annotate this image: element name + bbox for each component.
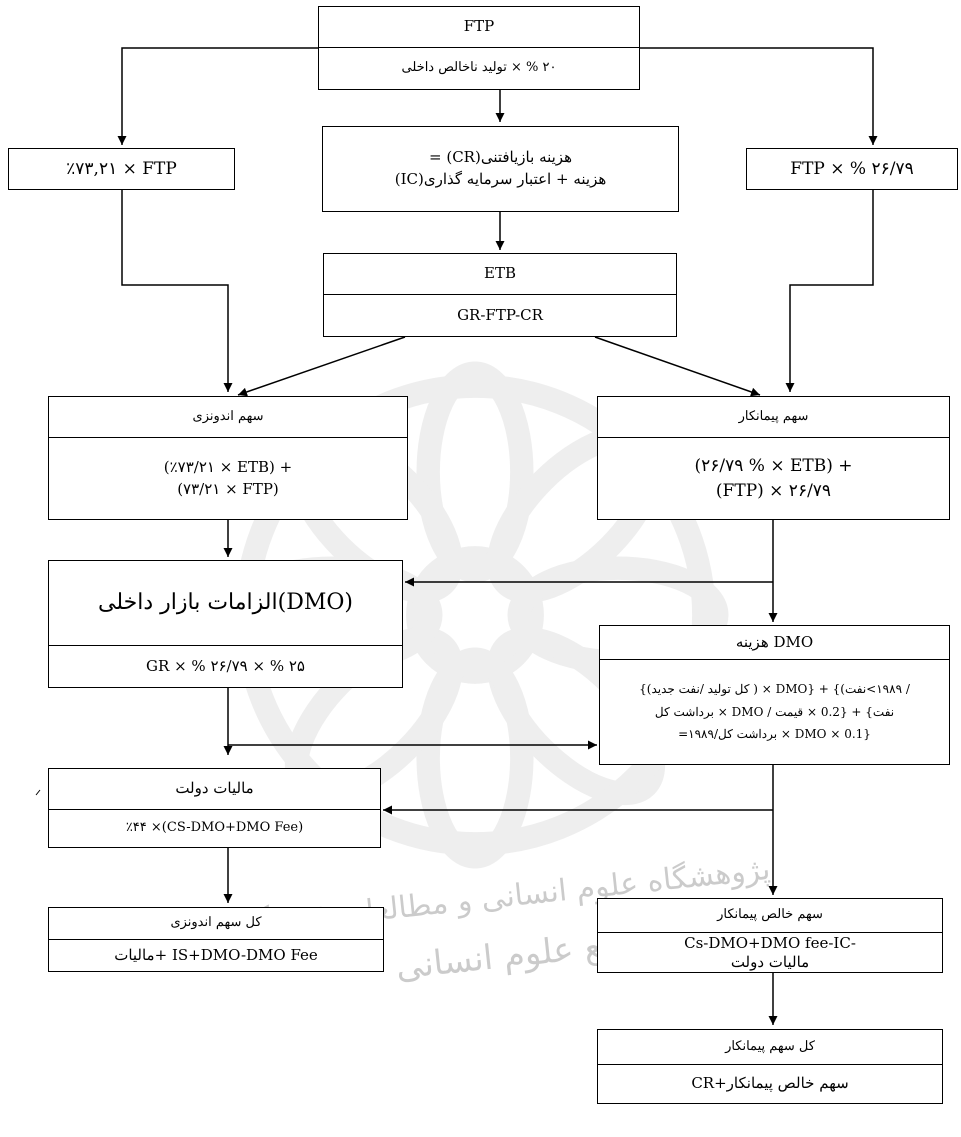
dmo-cost-line1: / ۱۹۸۹>نفت)} + {DMO × ( کل تولید /نفت جد… [639,681,910,696]
left-ftp-text: ٪۷۳,۲۱ × FTP [66,158,177,179]
gov-tax-title: مالیات دولت [175,779,254,798]
indonesia-total-title: کل سهم اندونزی [170,915,262,931]
dmo-cost-formula-box: / ۱۹۸۹>نفت)} + {DMO × ( کل تولید /نفت جد… [599,659,950,765]
dmo-title-box: (DMO)الزامات بازار داخلی [48,560,403,646]
cr-line2: هزینه + اعتبار سرمایه گذاری(IC) [394,170,607,188]
ftp-formula: ۲۰ % × تولید ناخالص داخلی [401,60,557,76]
cr-box: هزینه بازیافتنی(CR) = هزینه + اعتبار سرم… [322,126,679,212]
contractor-total-formula: سهم خالص پیمانکار+CR [691,1074,849,1093]
contractor-share-line2: (FTP) × ۲۶/۷۹ [715,480,832,501]
indonesia-share-line1: (٪۷۳/۲۱ × ETB) + [163,457,293,476]
contractor-net-line1: Cs-DMO+DMO fee-IC- [684,933,856,952]
stray-mark [35,789,41,796]
cr-line1: هزینه بازیافتنی(CR) = [429,148,572,167]
gov-tax-formula-box: ٪۴۴ ×(CS-DMO+DMO Fee) [48,809,381,848]
indonesia-total-formula: IS+DMO-DMO Fee +مالیات [114,945,318,964]
gov-tax-title-box: مالیات دولت [48,768,381,810]
dmo-formula-box: ۲۵ % × ۲۶/۷۹ % × GR [48,645,403,688]
contractor-share-title: سهم پیمانکار [738,408,809,424]
indonesia-share-formula-box: (٪۷۳/۲۱ × ETB) + (۷۳/۲۱ × FTP) [48,437,408,520]
contractor-total-title-box: کل سهم پیمانکار [597,1029,943,1065]
dmo-cost-line3: {DMO × 0.1 × برداشت کل/۱۹۸۹= [678,727,871,742]
indonesia-share-title: سهم اندونزی [192,408,264,424]
contractor-total-formula-box: سهم خالص پیمانکار+CR [597,1064,943,1104]
contractor-total-title: کل سهم پیمانکار [725,1038,815,1054]
indonesia-total-title-box: کل سهم اندونزی [48,907,384,940]
etb-formula-box: GR-FTP-CR [323,294,677,337]
etb-title-box: ETB [323,253,677,295]
dmo-cost-line2: نفت} + {0.2 × قیمت / DMO × برداشت کل [654,704,895,719]
contractor-net-title-box: سهم خالص پیمانکار [597,898,943,933]
right-ftp-box: ۲۶/۷۹ % × FTP [746,148,958,190]
contractor-share-formula-box: (۲۶/۷۹ % × ETB) + (FTP) × ۲۶/۷۹ [597,437,950,520]
etb-formula: GR-FTP-CR [457,305,543,324]
dmo-formula: ۲۵ % × ۲۶/۷۹ % × GR [146,656,305,675]
left-ftp-box: ٪۷۳,۲۱ × FTP [8,148,235,190]
dmo-title: (DMO)الزامات بازار داخلی [98,590,353,616]
contractor-net-formula-box: Cs-DMO+DMO fee-IC- مالیات دولت [597,932,943,973]
contractor-share-title-box: سهم پیمانکار [597,396,950,438]
right-ftp-text: ۲۶/۷۹ % × FTP [790,158,914,179]
contractor-net-line2: مالیات دولت [730,952,810,971]
etb-title: ETB [484,264,516,283]
indonesia-share-title-box: سهم اندونزی [48,396,408,438]
gov-tax-formula: ٪۴۴ ×(CS-DMO+DMO Fee) [125,820,304,836]
contractor-net-title: سهم خالص پیمانکار [717,907,823,923]
ftp-title: FTP [463,17,495,36]
indonesia-share-line2: (۷۳/۲۱ × FTP) [177,479,279,498]
indonesia-total-formula-box: IS+DMO-DMO Fee +مالیات [48,939,384,972]
ftp-formula-box: ۲۰ % × تولید ناخالص داخلی [318,47,640,90]
dmo-cost-title-box: DMO هزینه [599,625,950,660]
ftp-title-box: FTP [318,6,640,48]
dmo-cost-title: DMO هزینه [735,632,814,651]
contractor-share-line1: (۲۶/۷۹ % × ETB) + [694,455,853,476]
